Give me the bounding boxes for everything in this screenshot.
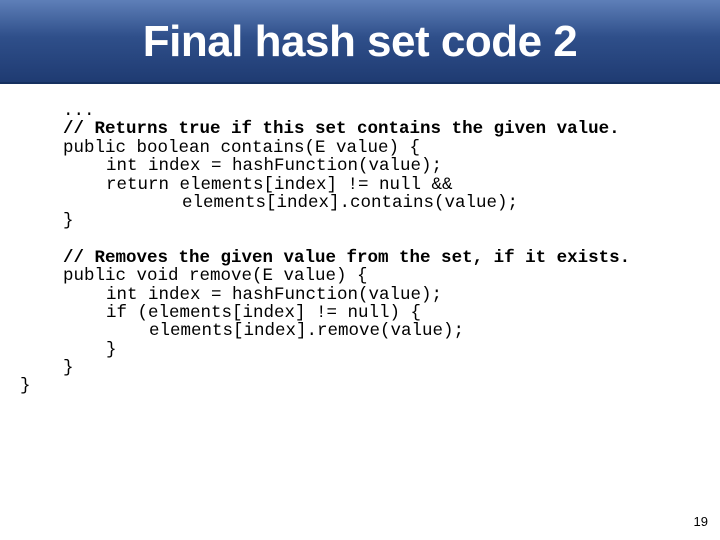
slide-title: Final hash set code 2: [142, 17, 578, 66]
code-line-contains-signature: public boolean contains(E value) {: [63, 138, 421, 158]
code-line-remove-call: elements[index].remove(value);: [149, 321, 465, 341]
code-line-ellipsis: ...: [63, 101, 95, 121]
page-number: 19: [693, 514, 708, 529]
code-line-contains-close: }: [63, 211, 74, 231]
code-comment-remove: // Removes the given value from the set,…: [63, 248, 631, 268]
code-line-remove-close: }: [63, 358, 74, 378]
title-bar: Final hash set code 2: [0, 0, 720, 84]
code-comment-contains: // Returns true if this set contains the…: [63, 119, 620, 139]
code-line-if-close: }: [106, 340, 117, 360]
code-line-contains-return: return elements[index] != null &&: [106, 175, 453, 195]
code-line-contains-index: int index = hashFunction(value);: [106, 156, 443, 176]
code-line-remove-if: if (elements[index] != null) {: [106, 303, 422, 323]
code-line-remove-signature: public void remove(E value) {: [63, 266, 368, 286]
code-line-class-close: }: [20, 376, 31, 396]
code-line-remove-index: int index = hashFunction(value);: [106, 285, 443, 305]
code-line-contains-return-cont: elements[index].contains(value);: [182, 193, 519, 213]
